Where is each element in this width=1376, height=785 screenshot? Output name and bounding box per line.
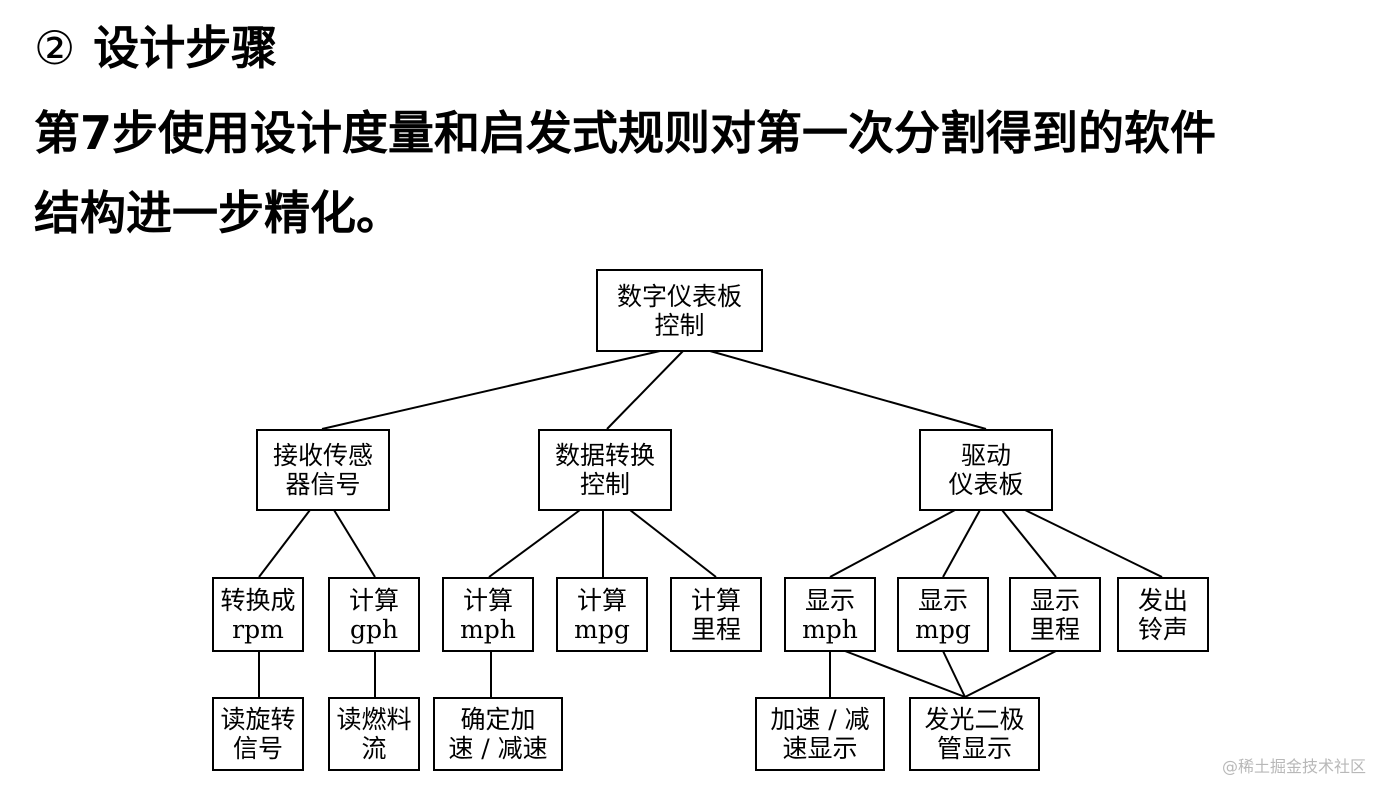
node-line: 器信号 bbox=[285, 470, 361, 499]
node-line: 发光二极 bbox=[924, 705, 1025, 734]
node-line: 显示 bbox=[917, 585, 968, 615]
node-drive-dashboard: 驱动 仪表板 bbox=[919, 429, 1053, 511]
node-calc-mpg: 计算 mpg bbox=[556, 577, 648, 652]
edge-showmiles-led bbox=[964, 650, 1057, 698]
edge-receive-rpm bbox=[258, 509, 311, 578]
node-line: 铃声 bbox=[1137, 614, 1188, 644]
node-line: gph bbox=[349, 614, 399, 644]
edge-convert-miles bbox=[629, 509, 717, 578]
node-line: 接收传感 bbox=[272, 441, 373, 470]
node-line: 里程 bbox=[690, 614, 741, 644]
node-convert-to-rpm: 转换成 rpm bbox=[212, 577, 304, 652]
edge-drive-showmiles bbox=[1001, 509, 1057, 578]
node-line: 控制 bbox=[579, 470, 630, 499]
node-line: 驱动 bbox=[960, 441, 1011, 470]
node-line: 流 bbox=[361, 734, 387, 763]
node-line: 加速 / 减 bbox=[770, 705, 870, 734]
edge-showmpg-led bbox=[942, 650, 966, 698]
edge-drive-ring bbox=[1024, 509, 1163, 578]
watermark: @稀土掘金技术社区 bbox=[1221, 757, 1366, 776]
node-line: 确定加 bbox=[460, 705, 536, 734]
edge-drive-showmpg bbox=[942, 509, 981, 578]
edge-convert-mph bbox=[488, 509, 581, 578]
node-show-miles: 显示 里程 bbox=[1009, 577, 1101, 652]
intro-line-2: 结构进一步精化。 bbox=[34, 186, 402, 240]
edge-showmph-led bbox=[844, 650, 966, 698]
node-show-mpg: 显示 mpg bbox=[897, 577, 989, 652]
node-line: 读旋转 bbox=[220, 705, 296, 734]
node-read-fuel-flow: 读燃料 流 bbox=[328, 697, 420, 771]
node-line: 计算 bbox=[348, 585, 399, 615]
edge-root-drive bbox=[709, 350, 987, 430]
node-determine-accel: 确定加 速 / 减速 bbox=[433, 697, 563, 771]
node-line: 速显示 bbox=[782, 734, 858, 763]
edge-receive-gph bbox=[333, 509, 376, 578]
node-line: 仪表板 bbox=[948, 470, 1024, 499]
intro-line-1: 第7步使用设计度量和启发式规则对第一次分割得到的软件 bbox=[34, 106, 1217, 160]
node-data-conversion-control: 数据转换 控制 bbox=[538, 429, 672, 511]
node-line: 里程 bbox=[1029, 614, 1080, 644]
node-line: rpm bbox=[232, 614, 284, 644]
node-line: 控制 bbox=[654, 310, 705, 340]
node-receive-sensor-signal: 接收传感 器信号 bbox=[256, 429, 390, 511]
node-line: 计算 bbox=[576, 585, 627, 615]
node-line: mpg bbox=[915, 614, 971, 644]
node-line: 速 / 减速 bbox=[448, 734, 548, 763]
section-title: 设计步骤 bbox=[93, 21, 278, 75]
node-line: 计算 bbox=[690, 585, 741, 615]
node-line: mpg bbox=[574, 614, 630, 644]
node-line: 数字仪表板 bbox=[616, 281, 742, 311]
node-read-rotation-signal: 读旋转 信号 bbox=[212, 697, 304, 771]
intro-paragraph: 第7步使用设计度量和启发式规则对第一次分割得到的软件 结构进一步精化。 bbox=[34, 93, 1354, 253]
node-line: 信号 bbox=[232, 734, 283, 763]
node-line: 转换成 bbox=[220, 585, 296, 615]
node-calc-gph: 计算 gph bbox=[328, 577, 420, 652]
node-calc-miles: 计算 里程 bbox=[670, 577, 762, 652]
node-led-display: 发光二极 管显示 bbox=[909, 697, 1040, 771]
section-heading: ② 设计步骤 bbox=[34, 20, 277, 76]
node-line: 读燃料 bbox=[336, 705, 412, 734]
node-line: 显示 bbox=[1029, 585, 1080, 615]
node-line: 管显示 bbox=[936, 734, 1012, 763]
node-dashboard-control: 数字仪表板 控制 bbox=[596, 269, 763, 352]
node-line: 显示 bbox=[804, 585, 855, 615]
node-line: 发出 bbox=[1137, 585, 1188, 615]
edge-root-receive bbox=[321, 350, 661, 430]
node-line: mph bbox=[460, 614, 516, 644]
node-calc-mph: 计算 mph bbox=[442, 577, 534, 652]
node-show-mph: 显示 mph bbox=[784, 577, 876, 652]
edge-root-convert bbox=[606, 350, 684, 430]
node-ring-bell: 发出 铃声 bbox=[1117, 577, 1209, 652]
edge-drive-showmph bbox=[829, 509, 956, 578]
node-line: 数据转换 bbox=[554, 441, 655, 470]
step-number: ② bbox=[34, 21, 76, 75]
node-accel-display: 加速 / 减 速显示 bbox=[755, 697, 885, 771]
node-line: mph bbox=[802, 614, 858, 644]
node-line: 计算 bbox=[462, 585, 513, 615]
